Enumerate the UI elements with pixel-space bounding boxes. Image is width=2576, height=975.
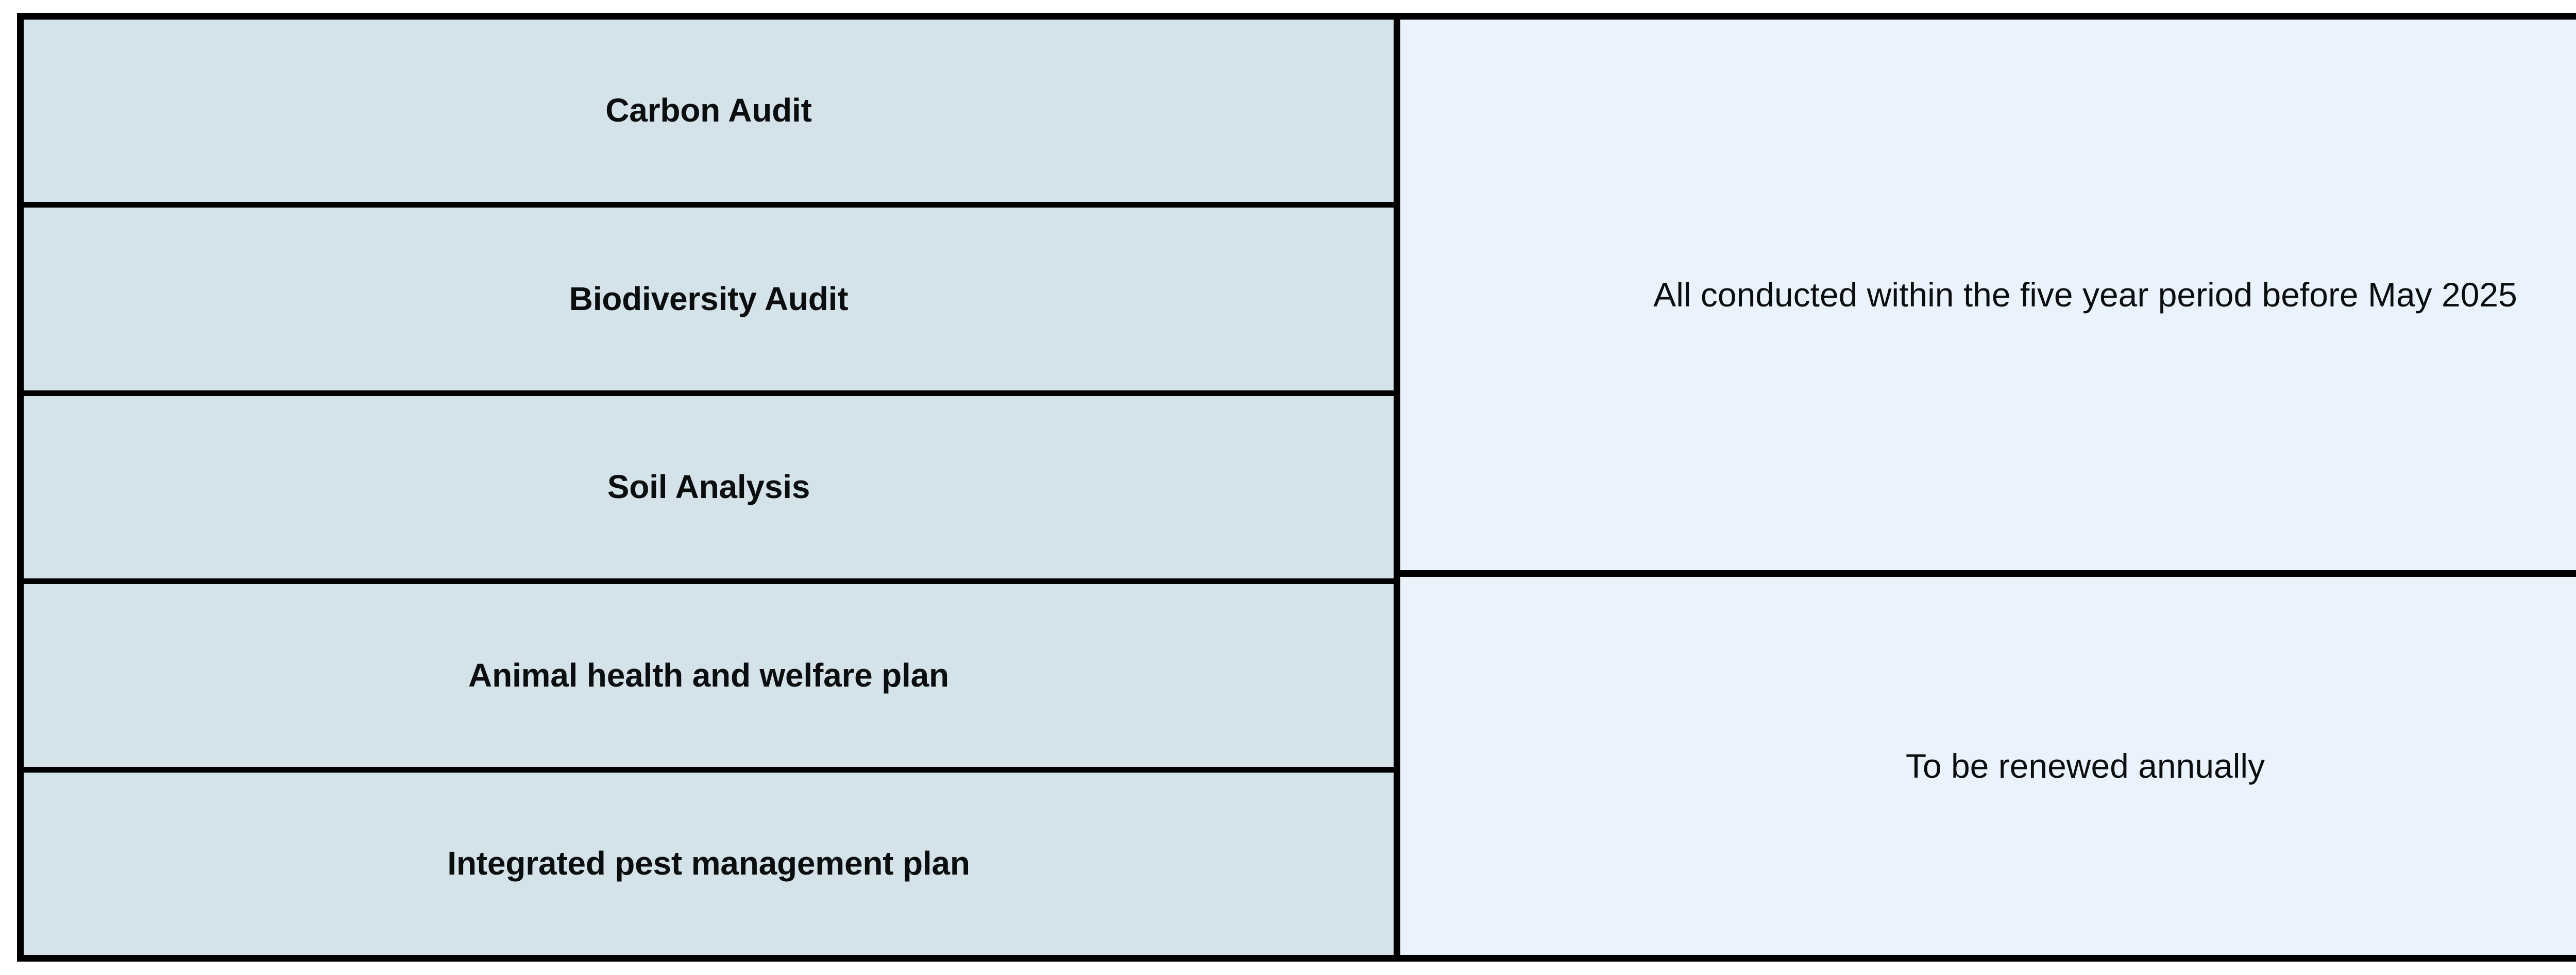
timing-label-renewed-annually: To be renewed annually: [1905, 746, 2265, 785]
timing-cell-five-year-period: All conducted within the five year perio…: [1400, 20, 2576, 577]
table-grid: Carbon Audit Biodiversity Audit Soil Ana…: [24, 20, 2576, 955]
requirement-label-carbon-audit: Carbon Audit: [605, 92, 812, 129]
requirements-column: Carbon Audit Biodiversity Audit Soil Ana…: [24, 20, 1394, 955]
requirement-label-animal-health-and-welfare-plan: Animal health and welfare plan: [468, 656, 949, 694]
table-row: Carbon Audit: [24, 20, 1394, 208]
table-row: Integrated pest management plan: [24, 772, 1394, 955]
requirements-table: Carbon Audit Biodiversity Audit Soil Ana…: [17, 13, 2576, 962]
requirement-label-integrated-pest-management-plan: Integrated pest management plan: [447, 845, 970, 882]
table-row: Animal health and welfare plan: [24, 584, 1394, 773]
requirement-label-biodiversity-audit: Biodiversity Audit: [569, 280, 849, 317]
column-divider: [1394, 20, 1400, 955]
timing-cell-renewed-annually: To be renewed annually: [1400, 577, 2576, 955]
requirement-label-soil-analysis: Soil Analysis: [607, 468, 810, 506]
timing-label-five-year-period: All conducted within the five year perio…: [1653, 276, 2517, 314]
table-row: Biodiversity Audit: [24, 208, 1394, 396]
timing-column: All conducted within the five year perio…: [1400, 20, 2576, 955]
table-row: Soil Analysis: [24, 396, 1394, 585]
